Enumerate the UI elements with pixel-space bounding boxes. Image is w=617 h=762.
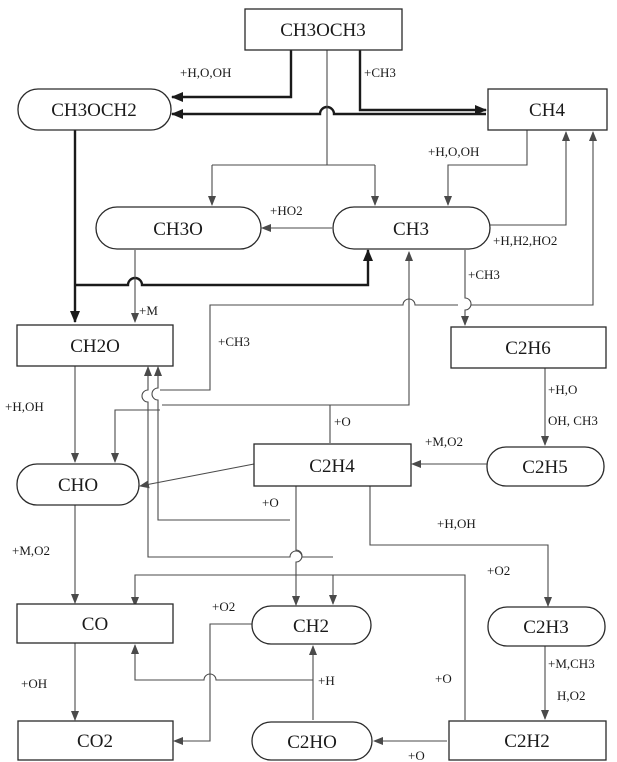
- label-h-oh-2: +H,OH: [437, 516, 476, 531]
- node-co2: [17, 720, 174, 761]
- edge-ch3-to-c2h6: [461, 250, 472, 326]
- edge-ch2-to-co2: [173, 623, 252, 745]
- edge-ch2o-loop-b: [141, 366, 333, 558]
- node-c2h3: [487, 606, 606, 647]
- node-co2-label: CO2: [77, 731, 113, 752]
- label-o-2: +O: [262, 495, 279, 510]
- edge-c2h4-down: [292, 486, 303, 606]
- node-c2h6: [450, 326, 607, 369]
- node-ch2: [251, 605, 372, 645]
- node-ch2o: [16, 324, 174, 367]
- edge-loop-to-cho: [111, 409, 160, 463]
- label-oh-1: +OH: [21, 676, 47, 691]
- node-co-label: CO: [82, 614, 108, 635]
- label-h-o2: H,O2: [557, 688, 586, 703]
- node-ch4-label: CH4: [529, 100, 565, 121]
- edge-ch4-to-ch3: [444, 130, 528, 206]
- label-ch3-3: +CH3: [218, 334, 250, 349]
- node-c2h6-label: C2H6: [505, 338, 550, 359]
- edge-ch3-to-ch2o-ch3: [160, 298, 458, 391]
- node-ch3och3-label: CH3OCH3: [280, 20, 366, 41]
- label-ch3-2: +CH3: [468, 267, 500, 282]
- label-oh-ch3: OH, CH3: [548, 413, 598, 428]
- node-ch3: [332, 206, 491, 250]
- label-ch3-1: +CH3: [364, 65, 396, 80]
- label-h-1: +H: [318, 673, 335, 688]
- edge-to-ch2-right: [131, 574, 466, 720]
- label-h-oh-1: +H,OH: [5, 399, 44, 414]
- edge-right-loop-to-ch4: [471, 131, 597, 306]
- label-o2-1: +O2: [487, 563, 510, 578]
- node-ch4: [487, 88, 608, 131]
- node-ch3och2-label: CH3OCH2: [51, 100, 137, 121]
- node-c2h4: [253, 443, 412, 487]
- edge-ch2o-loop-a: [151, 366, 290, 521]
- edge-ch3och2-to-ch3: [75, 249, 373, 287]
- label-o-3: +O: [435, 671, 452, 686]
- edge-c2h4-to-ch3: [329, 251, 413, 443]
- edge-ch3och3-to-ch4: [358, 50, 487, 115]
- node-c2h2-label: C2H2: [504, 731, 549, 752]
- label-ho2: +HO2: [270, 203, 303, 218]
- label-o2-2: +O2: [212, 599, 235, 614]
- label-h-o-oh-2: +H,O,OH: [428, 144, 479, 159]
- label-m-o2-2: +M,O2: [12, 543, 50, 558]
- label-m-1: +M: [139, 303, 158, 318]
- edge-c2h4-to-cho: [139, 463, 255, 489]
- node-ch3och2: [17, 88, 172, 131]
- label-o-1: +O: [334, 414, 351, 429]
- edge-ch3och3-to-ch3och2: [171, 50, 293, 102]
- edge-ch3-to-ch4: [490, 131, 570, 226]
- node-ch3-label: CH3: [393, 219, 429, 240]
- node-c2h3-label: C2H3: [523, 617, 568, 638]
- node-cho-label: CHO: [58, 475, 98, 496]
- node-c2h2: [448, 720, 607, 761]
- node-c2h5: [486, 446, 605, 487]
- edge-ch2-to-co: [131, 644, 313, 681]
- edge-c2h4-to-c2h3: [369, 486, 552, 607]
- node-cho: [16, 463, 140, 506]
- node-c2ho-label: C2HO: [287, 732, 337, 753]
- node-ch3och3: [244, 8, 403, 51]
- node-ch2o-label: CH2O: [70, 336, 120, 357]
- node-ch2-label: CH2: [293, 616, 329, 637]
- label-m-ch3: +M,CH3: [548, 656, 595, 671]
- node-c2h4-label: C2H4: [309, 456, 355, 477]
- node-co: [16, 603, 174, 644]
- node-c2h5-label: C2H5: [522, 457, 567, 478]
- node-c2ho: [251, 721, 373, 761]
- label-m-o2-1: +M,O2: [425, 434, 463, 449]
- label-h-o-1: +H,O: [548, 382, 577, 397]
- node-ch3o-label: CH3O: [153, 219, 203, 240]
- node-ch3o: [95, 206, 262, 250]
- label-h-o-oh-1: +H,O,OH: [180, 65, 231, 80]
- label-o-4: +O: [408, 748, 425, 762]
- label-h-h2-ho2: +H,H2,HO2: [493, 233, 557, 248]
